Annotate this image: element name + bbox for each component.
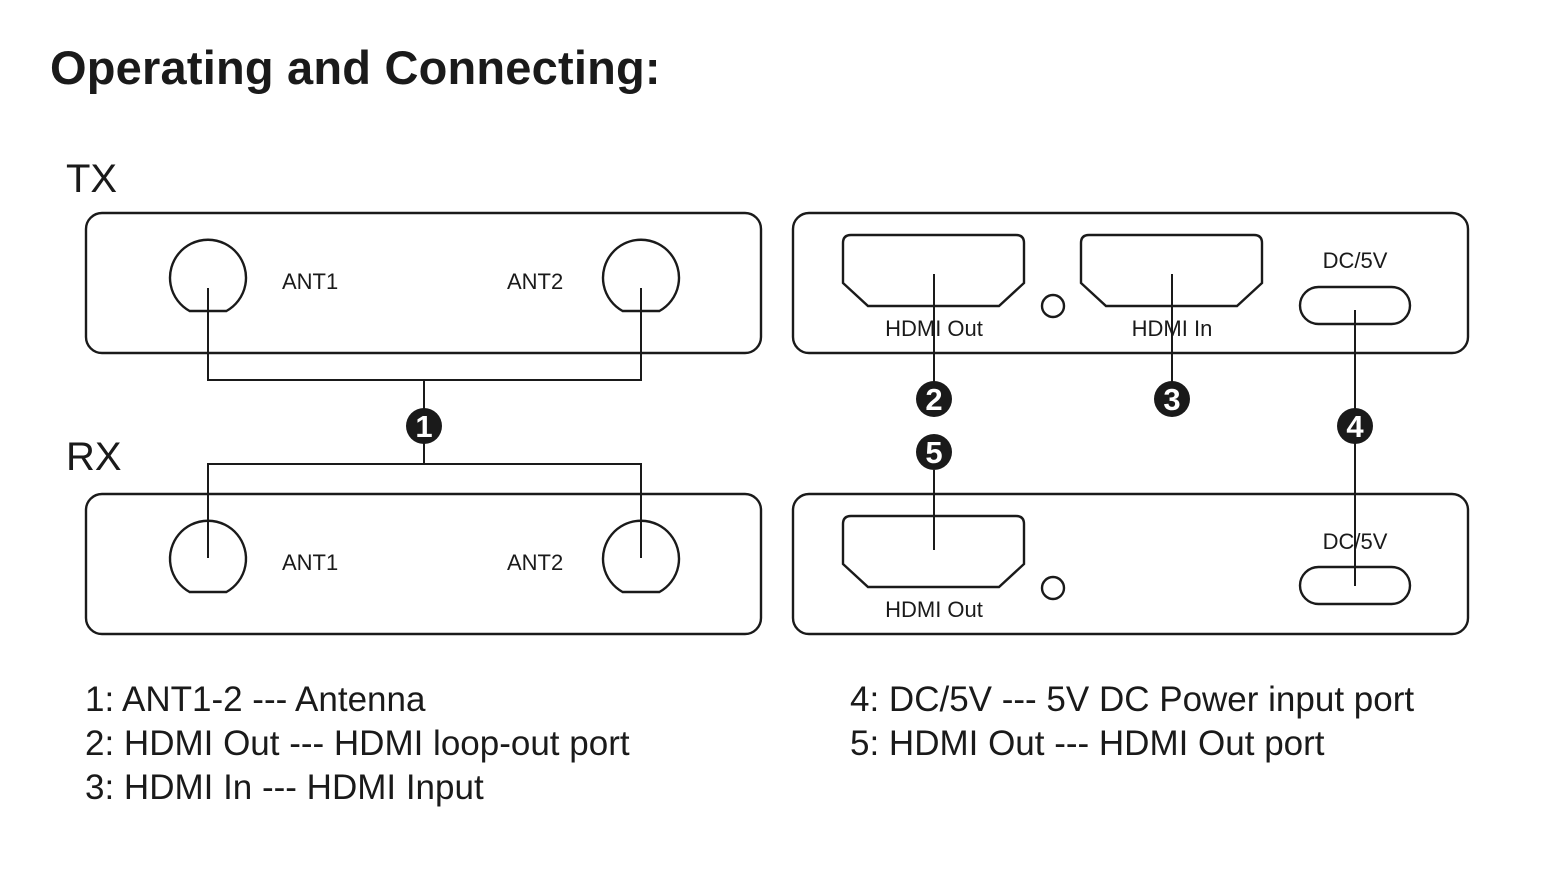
tx-ant1-connector-icon [168,238,248,313]
badge-3: 3 [1154,381,1190,417]
badge-4: 4 [1337,408,1373,444]
tx-port-panel [791,211,1470,355]
rx-label: RX [66,435,122,479]
badge-1-number: 1 [415,409,432,444]
rx-ant2-label: ANT2 [507,550,563,575]
legend-item: 3: HDMI In --- HDMI Input [85,768,484,807]
badge-2-number: 2 [925,382,942,417]
legend-item: 1: ANT1-2 --- Antenna [85,680,426,719]
legend-right: 4: DC/5V --- 5V DC Power input port 5: H… [850,678,1414,766]
tx-dc5v-label: DC/5V [1323,248,1388,273]
rx-antenna-panel [84,492,763,636]
tx-hdmi-in-port-icon [1079,233,1264,308]
tx-antenna-panel [84,211,763,355]
rx-ant1-label: ANT1 [282,550,338,575]
badge-5-number: 5 [925,435,942,470]
rx-hdmi-out-label: HDMI Out [885,597,983,622]
tx-ant2-connector-icon [601,238,681,313]
tx-antenna-wire [207,288,642,381]
badge-4-number: 4 [1346,409,1364,444]
tx-led-indicator-icon [1040,293,1066,319]
rx-antenna-wire [207,463,642,558]
badge-5: 5 [916,434,952,470]
legend-item: 4: DC/5V --- 5V DC Power input port [850,680,1415,719]
rx-led-indicator-icon [1040,575,1066,601]
tx-hdmi-out-port-icon [841,233,1026,308]
tx-label: TX [66,157,117,201]
tx-ant1-label: ANT1 [282,269,338,294]
legend-item: 2: HDMI Out --- HDMI loop-out port [85,724,630,763]
rx-ant2-connector-icon [601,519,681,594]
badge-3-number: 3 [1163,382,1180,417]
legend-item: 5: HDMI Out --- HDMI Out port [850,724,1325,763]
rx-port-panel [791,492,1470,636]
badge-1: 1 [406,408,442,444]
legend-left: 1: ANT1-2 --- Antenna 2: HDMI Out --- HD… [85,678,630,810]
badge-2: 2 [916,381,952,417]
page-title: Operating and Connecting: [50,41,661,94]
rx-hdmi-out-port-icon [841,514,1026,589]
tx-ant2-label: ANT2 [507,269,563,294]
rx-ant1-connector-icon [168,519,248,594]
